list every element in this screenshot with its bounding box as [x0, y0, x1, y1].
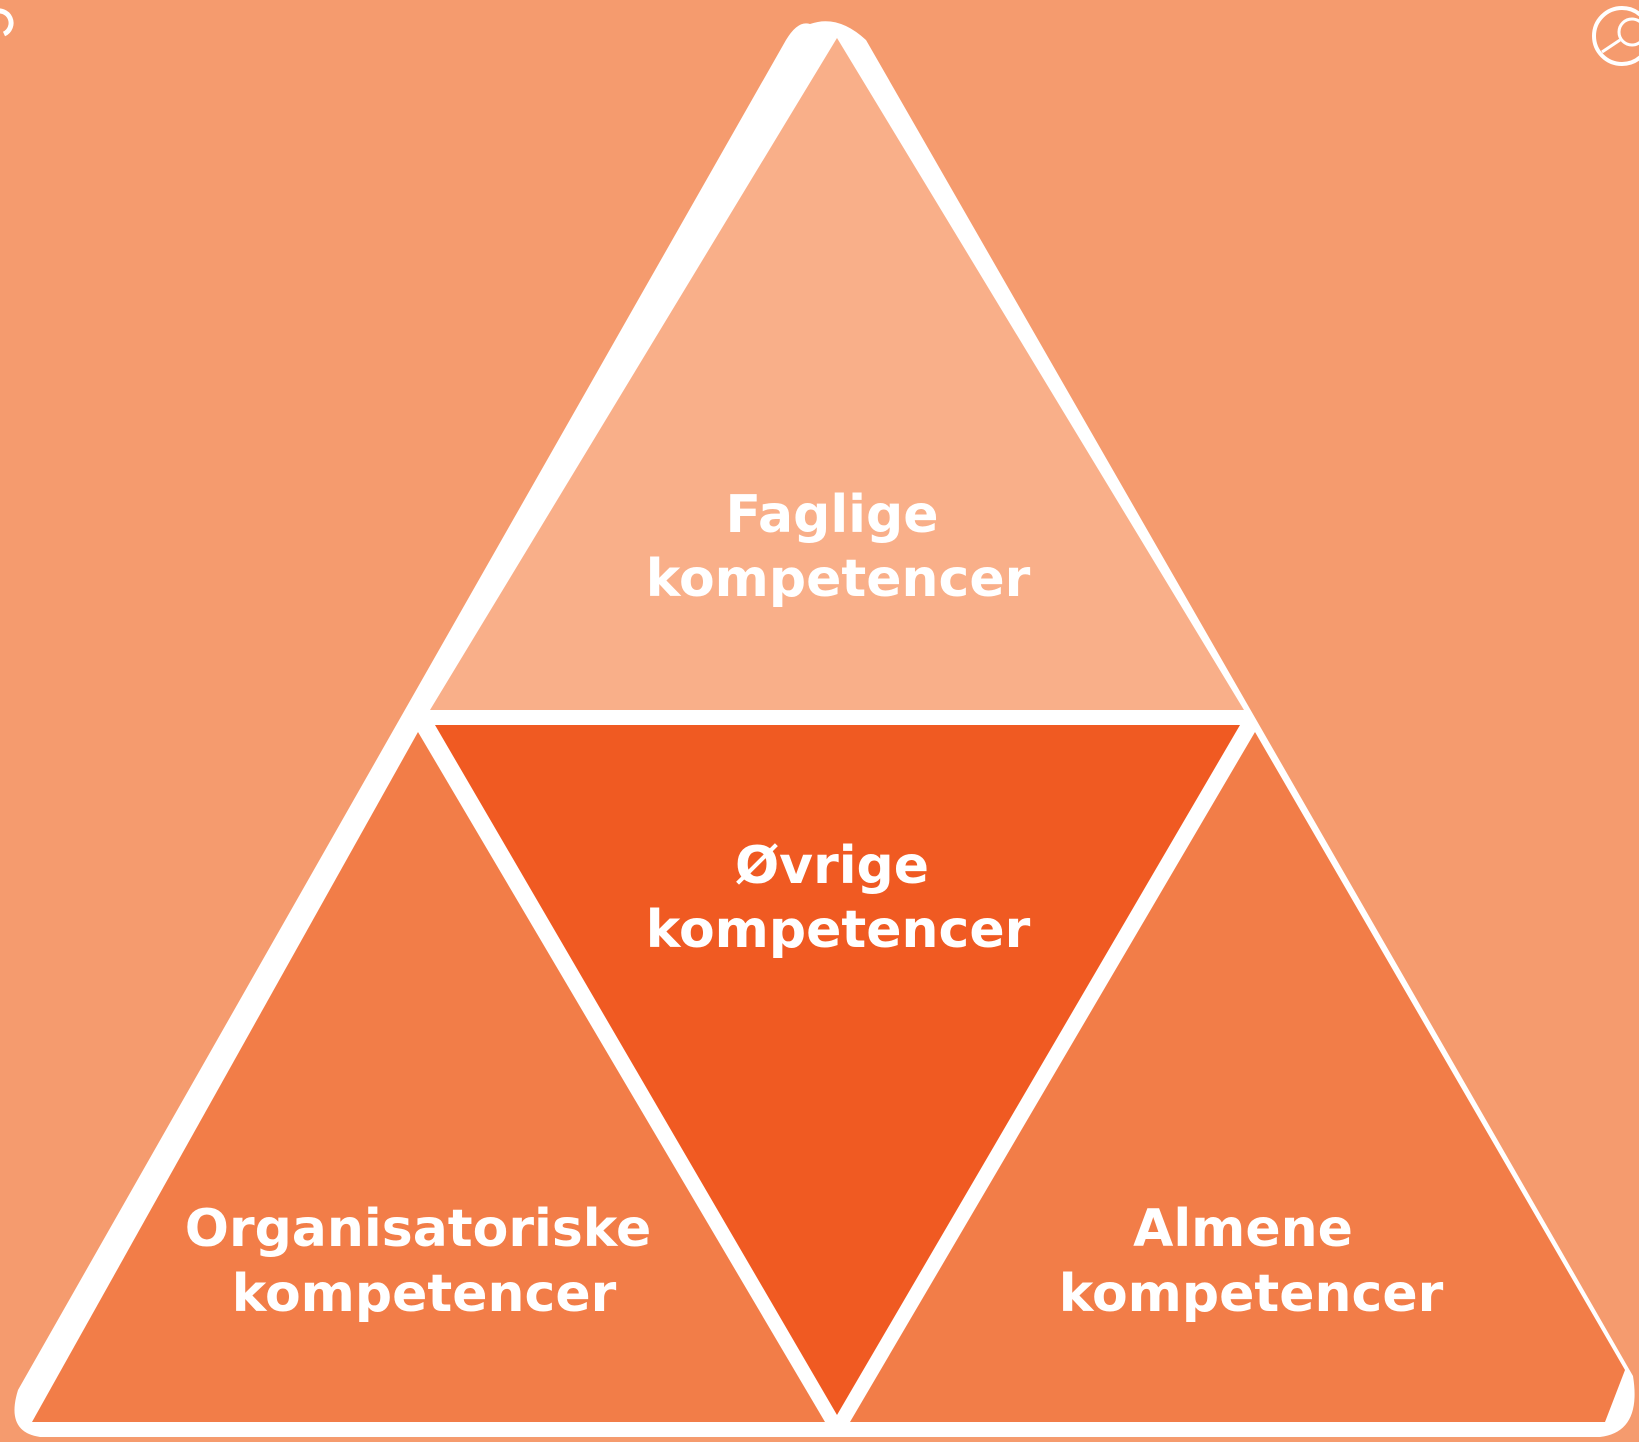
partial-circle-icon: [0, 8, 14, 37]
label-top-line1: Faglige: [726, 485, 939, 545]
label-bottom-right-line2: kompetencer: [1059, 1264, 1444, 1324]
triangle-bottom-right: [850, 732, 1625, 1422]
label-top-line2: kompetencer: [646, 549, 1031, 609]
label-center-line2: kompetencer: [646, 900, 1031, 960]
triangle-bottom-left: [32, 732, 825, 1422]
label-bottom-left-line2: kompetencer: [232, 1264, 617, 1324]
label-bottom-right-line1: Almene: [1133, 1199, 1353, 1259]
triangle-center: [435, 725, 1240, 1415]
triangle-top: [430, 38, 1244, 710]
label-center-line1: Øvrige: [735, 836, 929, 896]
circular-logo-icon: [1592, 6, 1639, 66]
label-bottom-left-line1: Organisatoriske: [185, 1199, 652, 1259]
